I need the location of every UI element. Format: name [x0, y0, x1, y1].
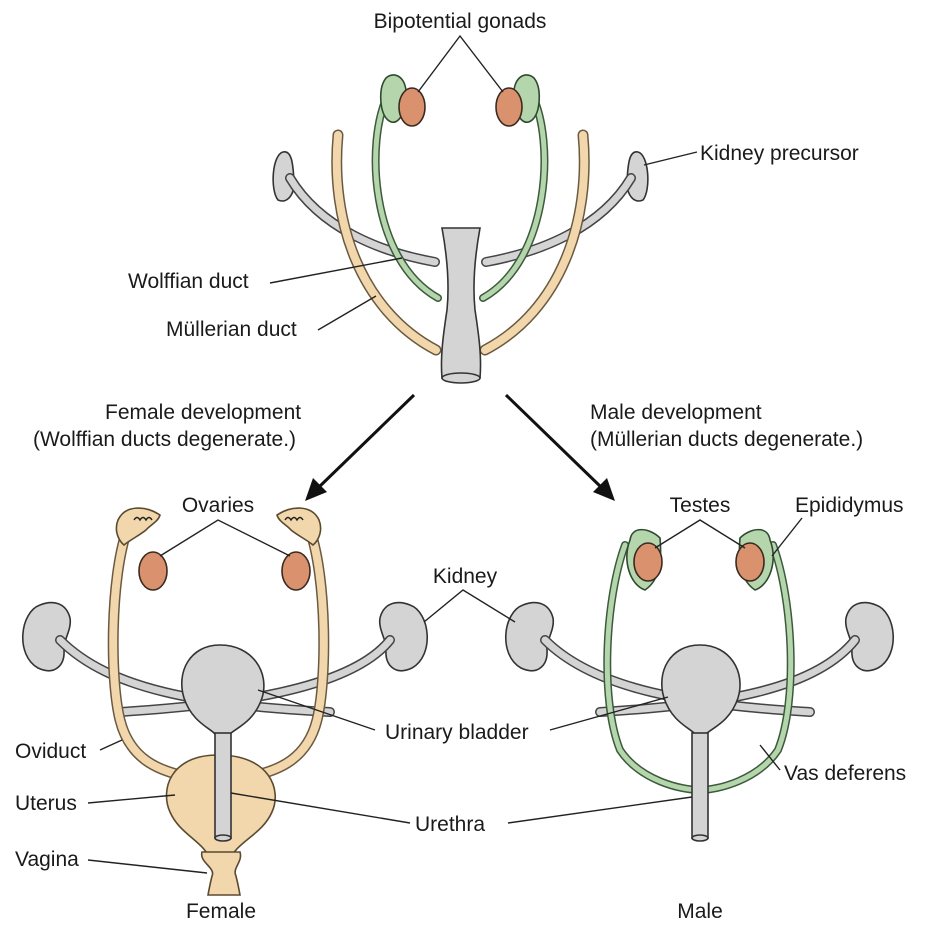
label-urinary-bladder: Urinary bladder: [385, 721, 529, 744]
label-vagina: Vagina: [15, 848, 79, 871]
label-vas-deferens: Vas deferens: [784, 762, 906, 785]
label-male-development-note: (Müllerian ducts degenerate.): [590, 428, 863, 451]
label-male-development: Male development: [590, 401, 762, 424]
label-female: Female: [186, 900, 256, 923]
male-anatomy: [506, 530, 893, 841]
label-uterus: Uterus: [15, 792, 77, 815]
leader-oviduct: [100, 740, 122, 750]
leader-urethra-male: [508, 797, 692, 823]
leader-wolffian-duct: [270, 258, 402, 283]
leader-epididymus: [772, 518, 802, 556]
leader-kidney-precursor: [644, 152, 697, 165]
label-male: Male: [677, 900, 723, 923]
leader-ovaries: [160, 520, 290, 556]
testis-right: [736, 543, 764, 581]
label-urethra: Urethra: [415, 813, 485, 836]
vagina: [202, 852, 241, 895]
arrow-female-development: [305, 395, 414, 501]
label-wolffian-duct: Wolffian duct: [128, 270, 249, 293]
bipotential-gonad-left: [399, 88, 425, 126]
label-testes: Testes: [670, 494, 731, 517]
male-urinary-bladder: [662, 645, 740, 734]
label-bipotential-gonads: Bipotential gonads: [374, 10, 547, 33]
label-female-development-note: (Wolffian ducts degenerate.): [33, 428, 296, 451]
leader-testes: [655, 520, 745, 548]
testis-left: [634, 543, 662, 581]
bipotential-gonad-right: [496, 88, 522, 126]
label-kidney: Kidney: [433, 565, 498, 588]
leader-kidney: [424, 590, 515, 622]
ovary-left: [139, 552, 167, 590]
label-epididymus: Epididymus: [795, 494, 904, 517]
leader-uterus: [88, 795, 175, 803]
label-kidney-precursor: Kidney precursor: [700, 142, 859, 165]
urogenital-sinus: [441, 228, 480, 378]
label-female-development: Female development: [105, 401, 301, 424]
leader-bipotential-gonads: [418, 36, 503, 92]
leader-mullerian-duct: [318, 296, 376, 330]
female-urethra: [215, 733, 231, 838]
male-urethra: [692, 733, 708, 838]
label-mullerian-duct: Müllerian duct: [166, 318, 297, 341]
leader-vagina: [88, 860, 207, 873]
female-anatomy: [23, 508, 427, 895]
label-ovaries: Ovaries: [182, 494, 254, 517]
ovary-right: [282, 552, 310, 590]
indifferent-stage: [273, 75, 648, 383]
female-urinary-bladder: [182, 645, 264, 734]
label-oviduct: Oviduct: [15, 740, 86, 763]
